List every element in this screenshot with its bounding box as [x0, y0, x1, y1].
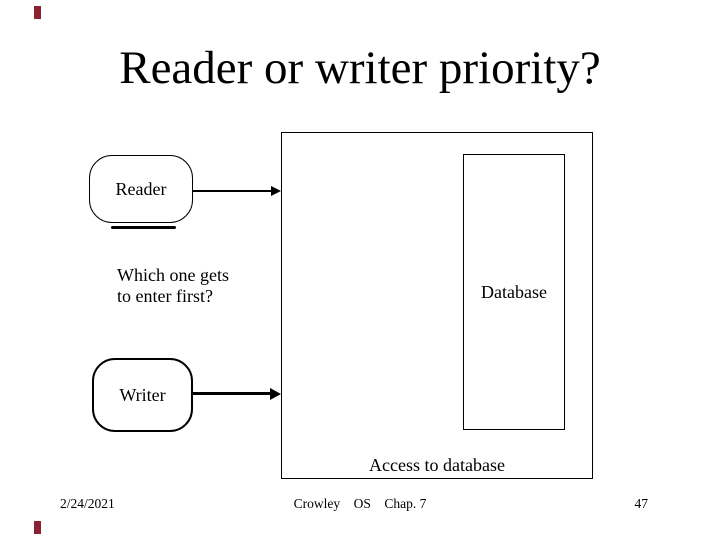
reader-arrow [193, 190, 272, 192]
question-line-1: Which one gets [117, 265, 229, 285]
accent-mark-top [34, 6, 41, 19]
writer-arrow [193, 392, 271, 395]
reader-node-shadow [111, 226, 176, 229]
writer-label: Writer [119, 384, 166, 405]
database-label: Database [481, 281, 547, 302]
question-text: Which one gets to enter first? [117, 265, 229, 307]
database-box: Database [463, 154, 565, 430]
slide-title: Reader or writer priority? [119, 42, 601, 94]
accent-mark-bottom [34, 521, 41, 534]
reader-arrowhead-icon [271, 186, 281, 196]
footer-page-number: 47 [634, 496, 649, 511]
footer-course: Crowley OS Chap. 7 [293, 496, 427, 511]
writer-arrowhead-icon [270, 387, 281, 400]
reader-node: Reader [89, 155, 193, 223]
footer-date: 2/24/2021 [60, 496, 115, 511]
access-caption: Access to database [369, 455, 505, 475]
writer-node: Writer [92, 358, 193, 432]
reader-label: Reader [115, 178, 167, 199]
question-line-2: to enter first? [117, 286, 213, 306]
